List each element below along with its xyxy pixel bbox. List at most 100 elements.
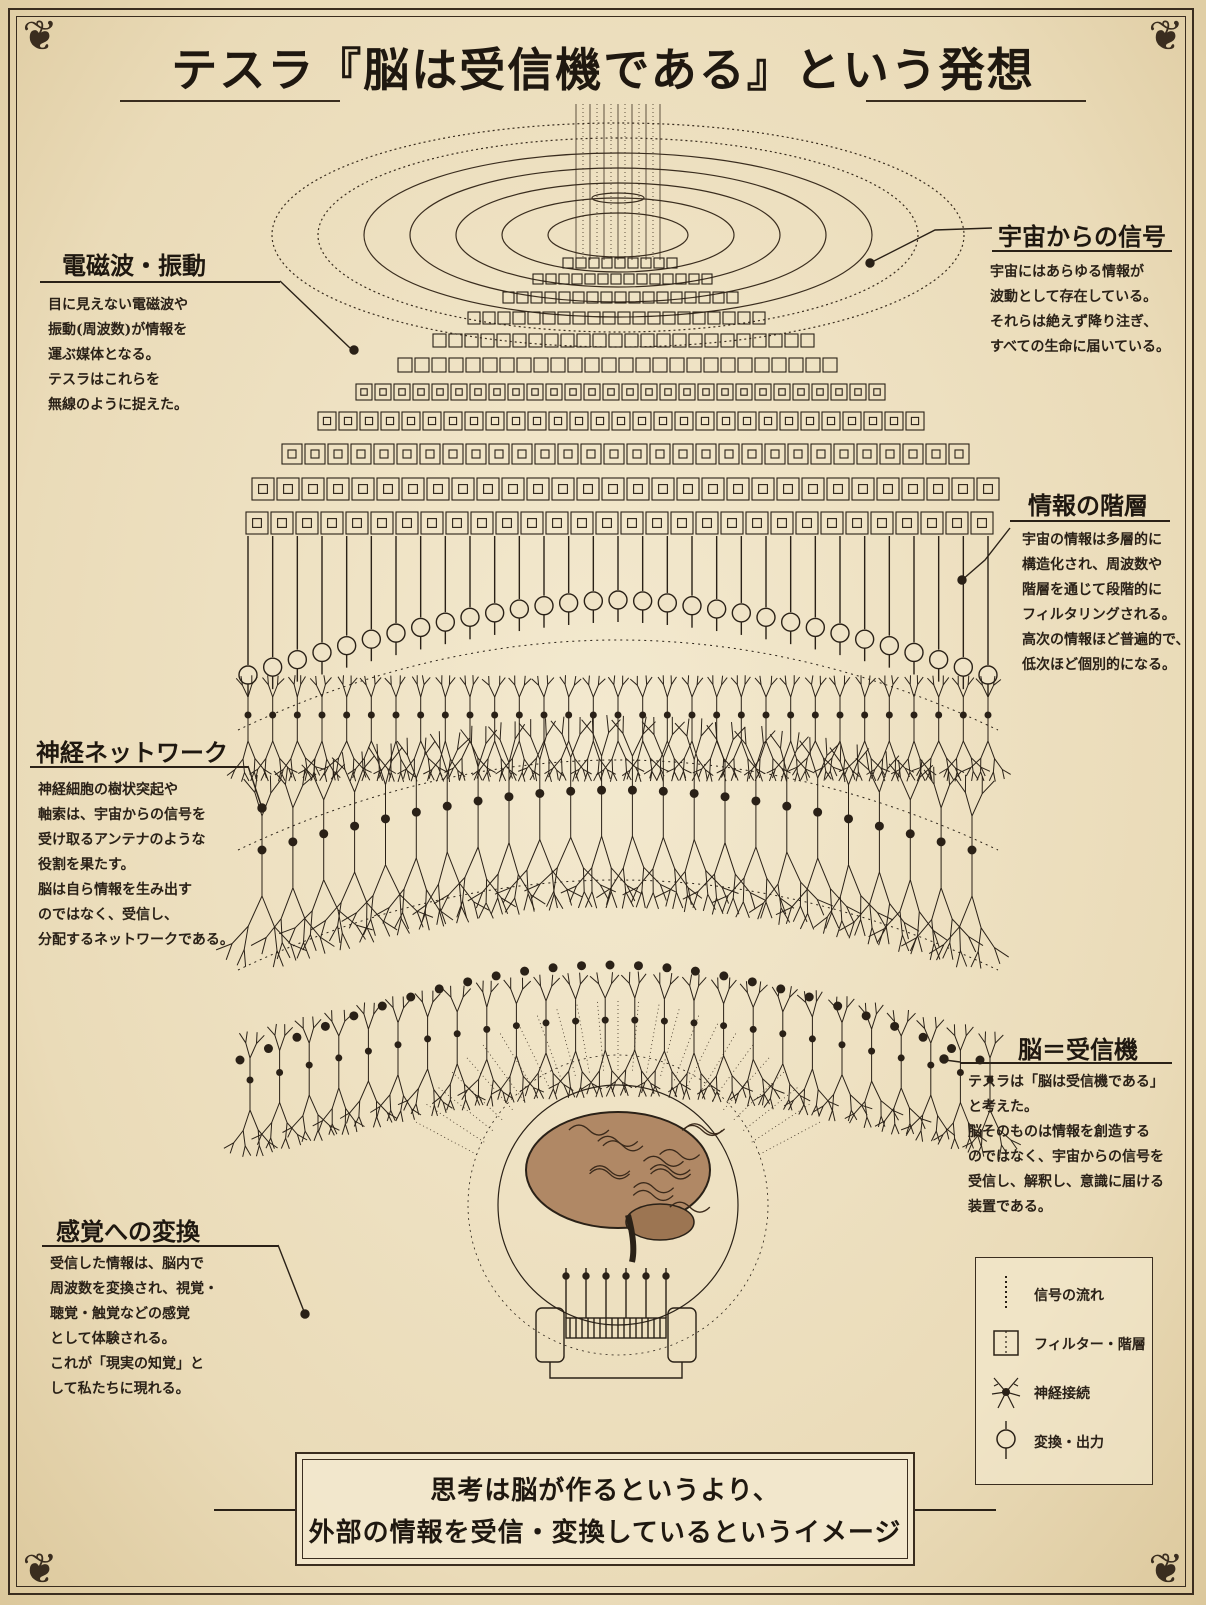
dendrite	[608, 719, 621, 734]
neuron	[874, 1009, 932, 1135]
dendrite	[727, 877, 745, 896]
dendrite	[758, 1094, 764, 1106]
dendrite	[478, 1059, 488, 1080]
filter-cell	[470, 511, 494, 535]
dendrite	[461, 771, 466, 781]
dendrite	[389, 1074, 399, 1095]
dendrite	[722, 887, 739, 894]
dendrite	[854, 919, 862, 936]
filter-cell	[412, 383, 430, 401]
neuron	[901, 766, 984, 961]
filter-cell	[567, 357, 583, 373]
dendrite	[378, 757, 388, 769]
dendrite	[570, 734, 581, 758]
filter-core	[908, 484, 918, 494]
dendrite	[552, 757, 562, 769]
dendrite	[591, 715, 594, 734]
neuron	[495, 675, 541, 782]
dendrite	[366, 902, 384, 922]
dendrite	[234, 758, 244, 771]
dendrite	[800, 770, 806, 781]
dendrite	[989, 1109, 1000, 1130]
dendrite	[936, 944, 945, 961]
neuron	[249, 675, 298, 782]
dendrite	[518, 684, 525, 698]
junction-dot	[890, 1021, 900, 1031]
dendrite	[981, 1130, 983, 1146]
dendrite	[388, 772, 392, 782]
dendrite	[352, 768, 357, 779]
dendrite	[279, 758, 282, 772]
dendrite	[826, 743, 841, 756]
dendrite	[920, 1115, 924, 1131]
dendrite	[556, 769, 565, 777]
dendrite	[846, 905, 862, 915]
dendrite	[440, 1083, 451, 1097]
dendrite	[624, 1085, 629, 1096]
output-node	[657, 593, 678, 613]
filter-cell	[758, 411, 778, 431]
dendrite	[917, 935, 923, 953]
dendrite	[486, 771, 490, 782]
filter-cell	[422, 411, 442, 431]
output-node	[879, 635, 900, 656]
filter-cell	[558, 273, 570, 285]
dendrite	[313, 759, 315, 778]
dendrite	[457, 770, 460, 781]
legend-label: 信号の流れ	[1034, 1288, 1104, 1304]
dendrite	[548, 1082, 559, 1090]
dendrite	[976, 771, 982, 781]
dendrite	[965, 767, 972, 777]
inner-frame	[16, 16, 1186, 1587]
coil-body	[565, 1317, 667, 1339]
dendrite	[244, 1145, 252, 1156]
filter-core	[683, 388, 691, 396]
filter-cell	[569, 411, 589, 431]
filter-core	[458, 484, 468, 494]
neuron	[961, 676, 1011, 782]
filter-cell	[771, 357, 787, 373]
neuron	[606, 971, 661, 1098]
dendrite	[672, 721, 685, 735]
filter-cell	[587, 311, 601, 325]
brain-fold	[632, 1189, 674, 1202]
neuron	[682, 722, 766, 915]
dendrite	[437, 1096, 442, 1108]
dendrite	[448, 767, 454, 778]
dendrite	[251, 1133, 262, 1140]
filter-cell	[600, 291, 613, 304]
filter-core	[721, 416, 731, 426]
dendrite	[714, 874, 717, 898]
dendrite	[815, 1105, 820, 1117]
dendrite	[910, 937, 917, 955]
dendrite	[538, 1088, 545, 1099]
dendrite	[625, 891, 634, 908]
filter-cell	[281, 443, 303, 465]
filter-cell	[895, 511, 919, 535]
filter-cell	[842, 411, 862, 431]
brain-fold	[568, 1124, 610, 1136]
dendrite	[243, 778, 256, 793]
dendrite	[691, 740, 699, 760]
dendrite	[494, 887, 512, 895]
filter-core	[637, 416, 647, 426]
dendrite	[748, 769, 753, 779]
dendrite	[839, 761, 849, 785]
neuron	[319, 675, 372, 782]
dendrite	[457, 1089, 468, 1097]
dendrite	[961, 767, 972, 772]
dendrite	[730, 677, 738, 686]
filter-cell	[868, 383, 886, 401]
dendrite	[572, 771, 576, 782]
dendrite	[280, 771, 286, 781]
neuron	[696, 977, 754, 1103]
dendrite	[323, 879, 339, 910]
filter-cell	[632, 311, 646, 325]
dendrite	[653, 734, 664, 758]
dendrite	[415, 1103, 420, 1115]
filter-cell	[686, 357, 702, 373]
dendrite	[377, 761, 386, 785]
dendrite	[714, 842, 726, 875]
em-waves-text: 目に見えない電磁波や 振動(周波数)が情報を 運ぶ媒体となる。 テスラはこれらを…	[48, 297, 188, 413]
dendrite	[400, 918, 410, 934]
